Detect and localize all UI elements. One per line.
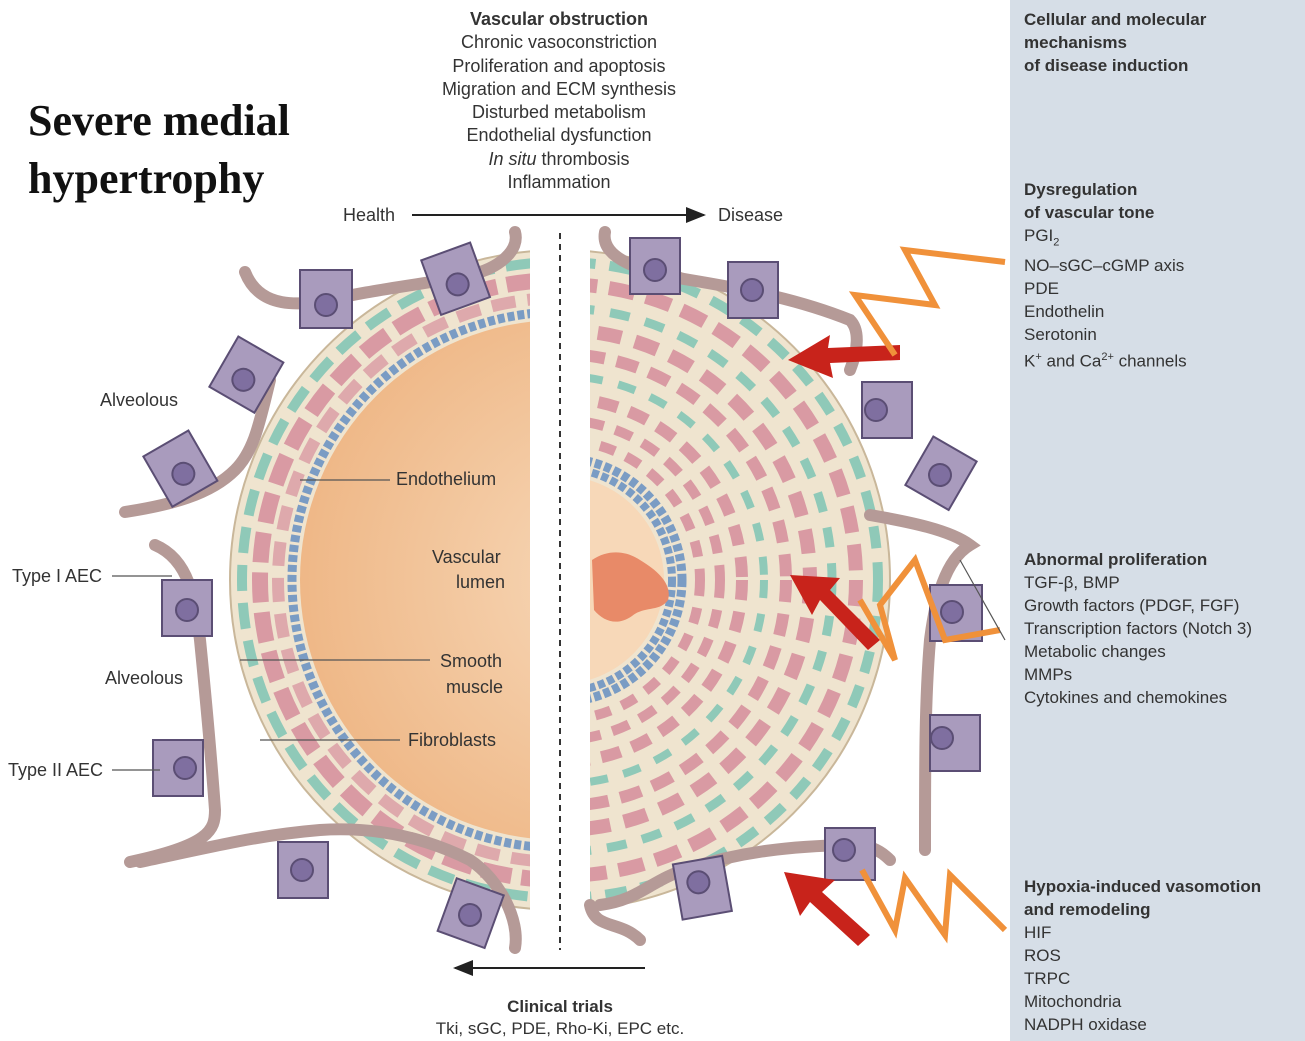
tone-item: Serotonin [1024, 323, 1187, 346]
pgi-sub: 2 [1053, 236, 1059, 248]
tone-item: NO–sGC–cGMP axis [1024, 254, 1187, 277]
ca-text: and Ca [1042, 352, 1102, 371]
panel-heading-line: Cellular and molecular [1024, 8, 1206, 31]
health-label: Health [343, 205, 395, 226]
page-title: Severe medial hypertrophy [28, 92, 358, 208]
type-2-aec-label: Type II AEC [8, 760, 103, 781]
tone-item: PDE [1024, 277, 1187, 300]
pgi-text: PGI [1024, 226, 1053, 245]
proliferation-item: Transcription factors (Notch 3) [1024, 617, 1252, 640]
type-1-aec-label: Type I AEC [12, 566, 102, 587]
proliferation-item: TGF-β, BMP [1024, 571, 1252, 594]
tone-item: Endothelin [1024, 300, 1187, 323]
disease-label: Disease [718, 205, 783, 226]
vascular-obstruction-heading: Vascular obstruction [400, 8, 718, 31]
k-text: K [1024, 352, 1035, 371]
hypoxia-item: NADPH oxidase [1024, 1013, 1261, 1036]
proliferation-heading: Abnormal proliferation [1024, 548, 1252, 571]
list-item: Disturbed metabolism [400, 101, 718, 124]
clinical-trials-heading: Clinical trials [380, 996, 740, 1018]
pgi2-item: PGI2 [1024, 224, 1187, 254]
vascular-tone-section: Dysregulation of vascular tone PGI2 NO–s… [1024, 178, 1187, 373]
alveolous-label-bottom: Alveolous [105, 668, 183, 689]
smooth-label: Smooth [440, 651, 502, 672]
vascular-label: Vascular [432, 547, 501, 568]
hypoxia-item: TRPC [1024, 967, 1261, 990]
list-item: Proliferation and apoptosis [400, 55, 718, 78]
hypoxia-item: HIF [1024, 921, 1261, 944]
hypoxia-item: ROS [1024, 944, 1261, 967]
hypoxia-section: Hypoxia-induced vasomotion and remodelin… [1024, 875, 1261, 1036]
proliferation-section: Abnormal proliferation TGF-β, BMP Growth… [1024, 548, 1252, 709]
proliferation-item: Metabolic changes [1024, 640, 1252, 663]
tone-heading-line: of vascular tone [1024, 201, 1187, 224]
list-item: Migration and ECM synthesis [400, 78, 718, 101]
list-item: Chronic vasoconstriction [400, 31, 718, 54]
muscle-label: muscle [446, 677, 503, 698]
endothelium-label: Endothelium [396, 469, 496, 490]
channels-text: channels [1114, 352, 1187, 371]
ca-sup: 2+ [1101, 351, 1114, 363]
panel-heading: Cellular and molecular mechanisms of dis… [1024, 8, 1206, 77]
proliferation-item: Growth factors (PDGF, FGF) [1024, 594, 1252, 617]
lumen-label: lumen [456, 572, 505, 593]
clinical-trials-block: Clinical trials Tki, sGC, PDE, Rho-Ki, E… [380, 996, 740, 1040]
list-item: Endothelial dysfunction [400, 124, 718, 147]
hypoxia-heading-line: Hypoxia-induced vasomotion [1024, 875, 1261, 898]
vascular-obstruction-list: Vascular obstruction Chronic vasoconstri… [400, 8, 718, 194]
panel-heading-line: of disease induction [1024, 54, 1206, 77]
tone-heading-line: Dysregulation [1024, 178, 1187, 201]
panel-heading-line: mechanisms [1024, 31, 1206, 54]
fibroblasts-label: Fibroblasts [408, 730, 496, 751]
alveolous-label-top: Alveolous [100, 390, 178, 411]
list-item: Inflammation [400, 171, 718, 194]
proliferation-item: MMPs [1024, 663, 1252, 686]
channels-item: K+ and Ca2+ channels [1024, 346, 1187, 373]
list-item: In situ thrombosis [400, 148, 718, 171]
clinical-trials-text: Tki, sGC, PDE, Rho-Ki, EPC etc. [436, 1019, 684, 1038]
hypoxia-item: Mitochondria [1024, 990, 1261, 1013]
proliferation-item: Cytokines and chemokines [1024, 686, 1252, 709]
hypoxia-heading-line: and remodeling [1024, 898, 1261, 921]
